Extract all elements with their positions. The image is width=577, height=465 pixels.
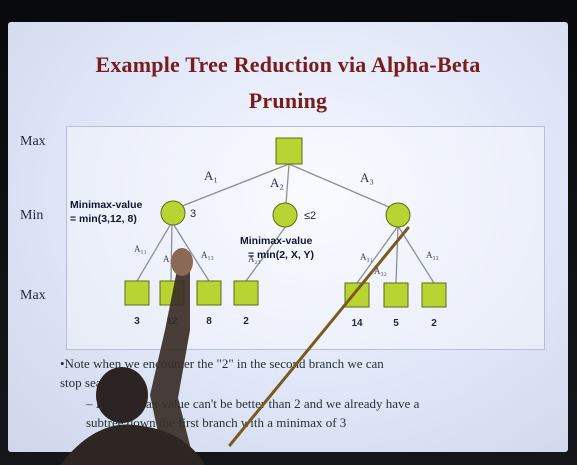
level-label-max-bottom: Max: [20, 288, 46, 303]
level-label-max-top: Max: [20, 134, 46, 149]
root-node: [275, 137, 303, 165]
leaf-node-1: [124, 280, 150, 306]
label-a11: A₁₁: [134, 244, 147, 254]
leaf-value-6: 5: [393, 318, 399, 329]
edge-a3: [288, 163, 397, 211]
edge-a11: [136, 221, 173, 282]
min-value-1: 3: [190, 208, 196, 220]
slide-title: Example Tree Reduction via Alpha-Beta: [95, 52, 481, 77]
note-sub-bullet: – Its minimax value can't be better than…: [86, 394, 546, 432]
leaf-node-6: [383, 282, 409, 308]
leaf-value-7: 2: [431, 318, 437, 329]
label-a1: A₁: [204, 168, 218, 183]
label-a32: A₃₂: [374, 266, 387, 276]
slide-title-line-2: Pruning: [248, 88, 328, 113]
min-node-3: [385, 202, 411, 228]
leaf-node-7: [421, 282, 447, 308]
min-value-2: ≤2: [304, 210, 316, 222]
leaf-value-2: 12: [166, 316, 178, 327]
projected-slide: Example Tree Reduction via Alpha-Beta Pr…: [8, 22, 568, 452]
label-a31: A₃₁: [360, 252, 373, 262]
annotation-mid-line-2: = min(2, X, Y): [248, 249, 314, 261]
leaf-value-3: 8: [206, 316, 212, 327]
min-node-2: [272, 202, 298, 228]
leaf-node-4: [233, 280, 259, 306]
note-line-3: – Its minimax value can't be better than…: [86, 396, 420, 411]
leaf-value-1: 3: [134, 316, 140, 327]
level-label-min: Min: [20, 208, 44, 223]
leaf-node-5: [344, 282, 370, 308]
note-line-1: •Note when we encounter the "2" in the s…: [60, 356, 384, 371]
annotation-mid-line-1: Minimax-value: [240, 235, 313, 247]
note-line-4: subtree down the first branch with a min…: [86, 415, 347, 430]
leaf-node-2: [159, 280, 185, 306]
edge-a1: [171, 163, 290, 211]
label-a12: A₁₂: [163, 254, 176, 264]
leaf-value-5: 14: [351, 318, 363, 329]
annotation-left-line-1: Minimax-value: [70, 199, 143, 211]
label-a13: A₁₃: [201, 250, 214, 260]
edge-a32: [395, 225, 399, 284]
leaf-value-4: 2: [243, 316, 249, 327]
edge-a2: [285, 163, 290, 205]
min-node-1: [160, 200, 186, 226]
label-a33: A₃₃: [426, 250, 439, 260]
label-a3: A₃: [360, 170, 374, 185]
edge-a12: [170, 221, 173, 282]
note-line-2: stop searching: [60, 375, 135, 390]
leaf-node-3: [196, 280, 222, 306]
note-bullet: •Note when we encounter the "2" in the s…: [60, 354, 540, 392]
label-a2: A₂: [270, 175, 284, 190]
annotation-left-line-2: = min(3,12, 8): [70, 213, 137, 225]
